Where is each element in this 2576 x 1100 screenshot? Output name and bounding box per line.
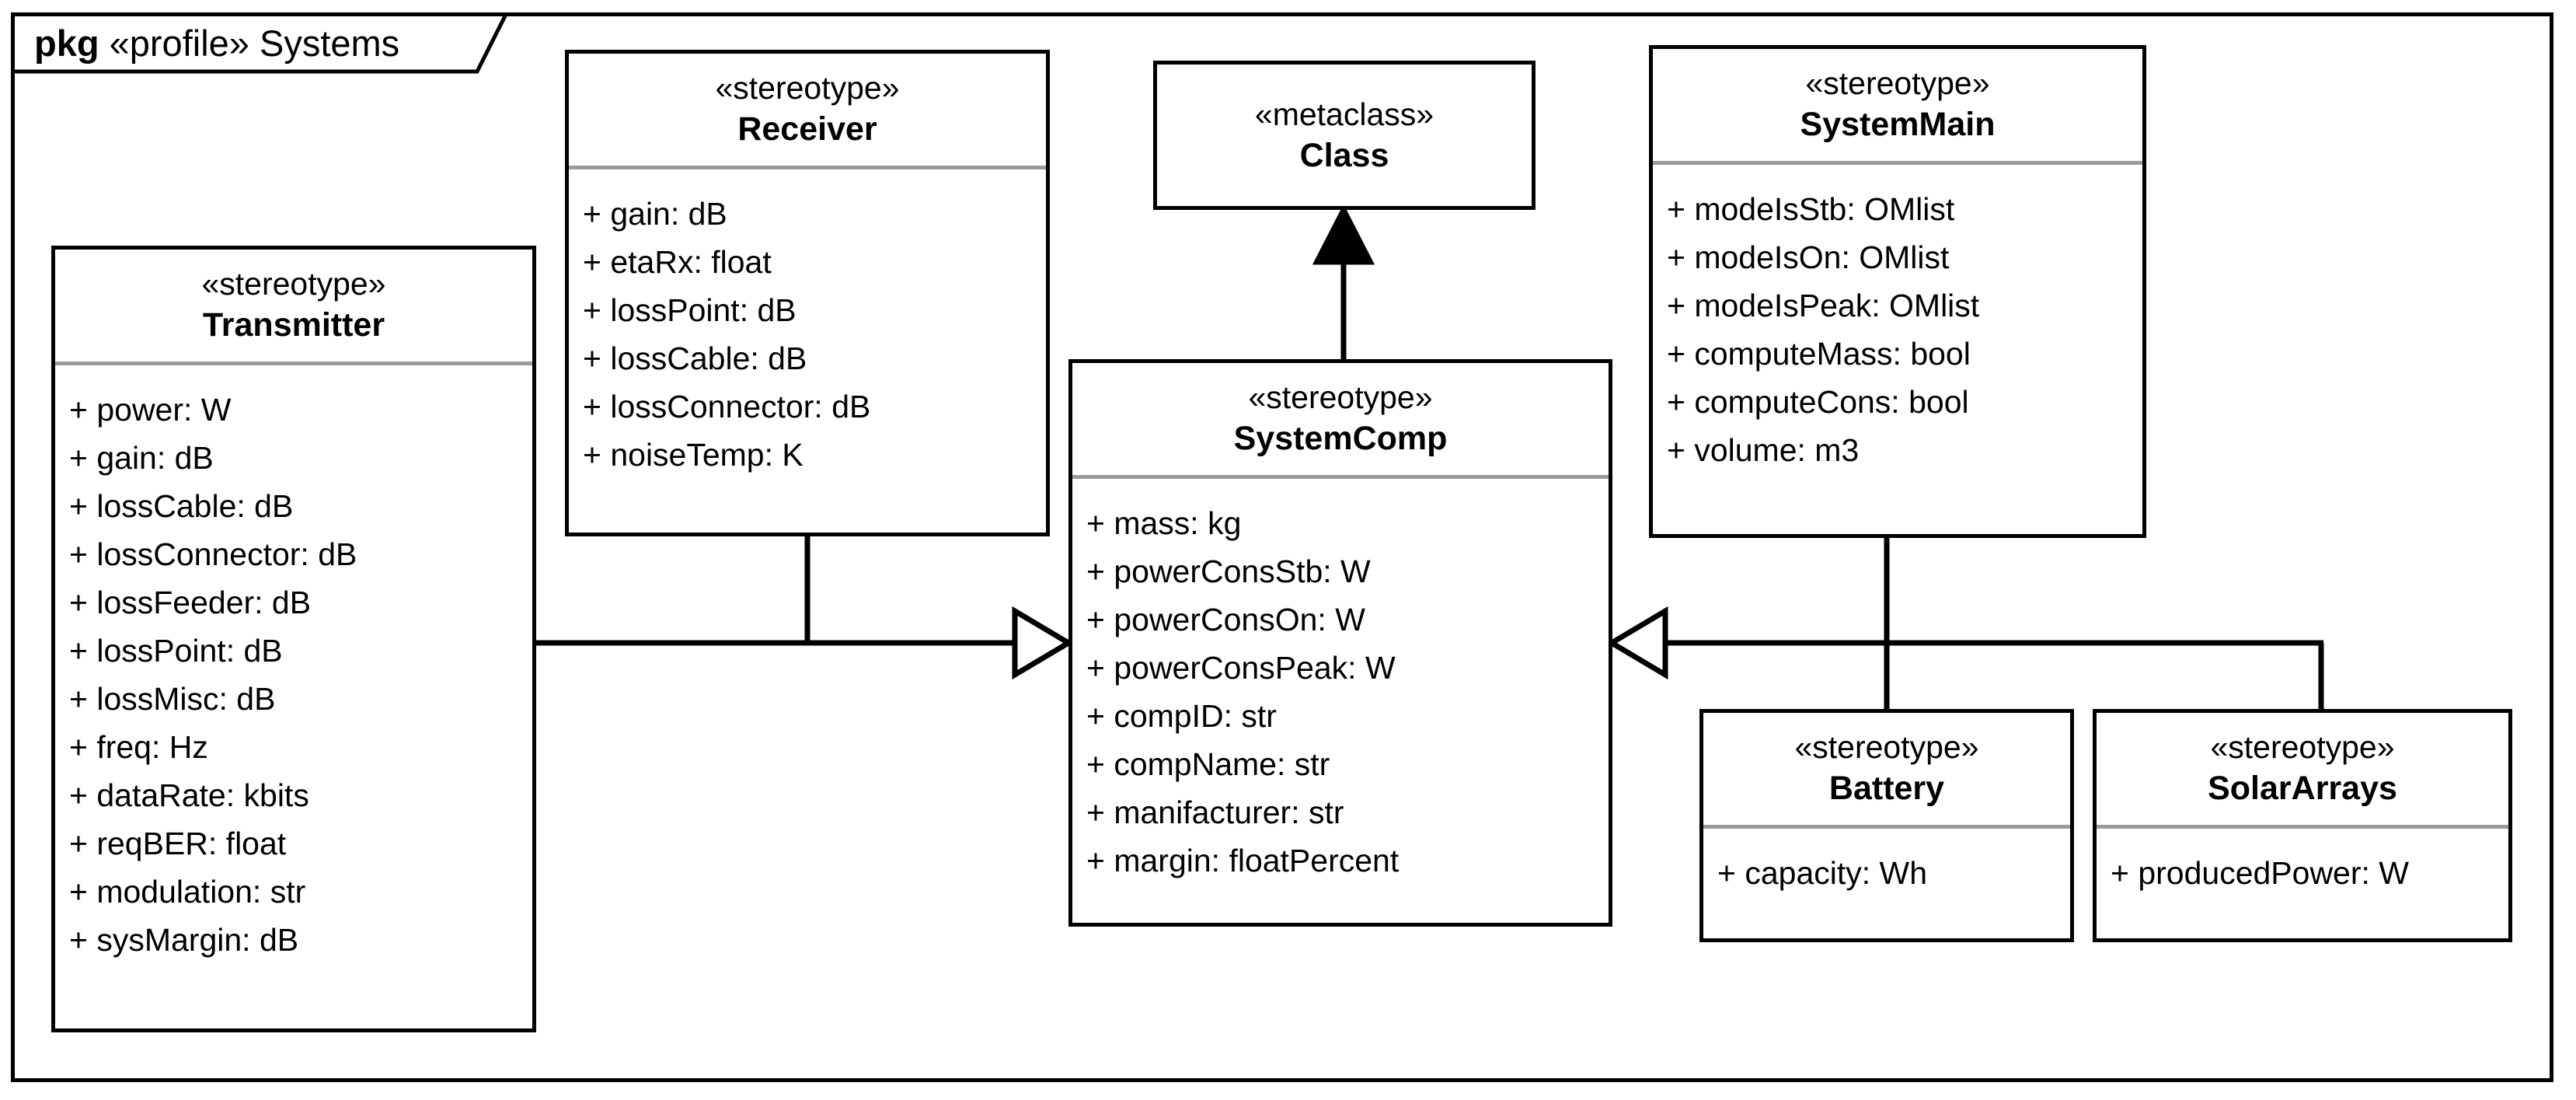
attribute-compartment-battery: + capacity: Wh — [1703, 829, 2070, 938]
attribute-row: + dataRate: kbits — [69, 777, 309, 813]
class-box-battery[interactable]: «stereotype» Battery + capacity: Wh — [1699, 709, 2074, 942]
class-box-systemcomp[interactable]: «stereotype» SystemComp + mass: kg + pow… — [1068, 359, 1612, 927]
stereotype-label-transmitter: «stereotype» — [201, 266, 386, 302]
stereotype-label-systemmain: «stereotype» — [1805, 65, 1990, 101]
attribute-compartment-receiver: + gain: dB + etaRx: float + lossPoint: d… — [569, 169, 1046, 533]
compartment-divider-systemmain — [1653, 161, 2142, 165]
attribute-row: + computeCons: bool — [1667, 384, 1969, 420]
attribute-row: + gain: dB — [583, 196, 727, 232]
stereotype-label-battery: «stereotype» — [1794, 729, 1979, 765]
attribute-compartment-systemmain: + modeIsStb: OMlist + modeIsOn: OMlist +… — [1653, 165, 2142, 534]
class-header-metaclass-class: «metaclass» Class — [1157, 65, 1532, 206]
attribute-row: + sysMargin: dB — [69, 922, 299, 958]
compartment-divider-transmitter — [55, 361, 532, 365]
stereotype-label-receiver: «stereotype» — [715, 70, 900, 106]
class-name-battery: Battery — [1828, 770, 1945, 807]
compartment-divider-receiver — [569, 166, 1046, 169]
stereotype-label-solararrays: «stereotype» — [2210, 729, 2395, 765]
attribute-row: + powerConsStb: W — [1086, 553, 1371, 589]
class-box-metaclass-class[interactable]: «metaclass» Class — [1153, 61, 1535, 210]
class-header-systemcomp: «stereotype» SystemComp — [1072, 363, 1609, 475]
attribute-row: + capacity: Wh — [1717, 855, 1928, 891]
attribute-compartment-systemcomp: + mass: kg + powerConsStb: W + powerCons… — [1072, 479, 1609, 923]
attribute-compartment-transmitter: + power: W + gain: dB + lossCable: dB + … — [55, 365, 532, 1028]
attribute-compartment-solararrays: + producedPower: W — [2097, 829, 2508, 938]
attribute-row: + reqBER: float — [69, 826, 287, 861]
package-label: pkg «profile» Systems — [34, 23, 399, 64]
class-name-systemcomp: SystemComp — [1233, 420, 1448, 457]
attribute-row: + noiseTemp: K — [583, 437, 803, 473]
attribute-row: + modeIsStb: OMlist — [1667, 191, 1955, 227]
class-header-solararrays: «stereotype» SolarArrays — [2097, 713, 2508, 825]
attribute-row: + computeMass: bool — [1667, 336, 1971, 372]
class-name-receiver: Receiver — [737, 110, 877, 148]
attribute-row: + freq: Hz — [69, 729, 208, 765]
attribute-row: + powerConsOn: W — [1086, 602, 1365, 637]
attribute-row: + volume: m3 — [1667, 432, 1860, 468]
package-name: Systems — [259, 23, 400, 64]
class-name-systemmain: SystemMain — [1800, 106, 1996, 143]
attribute-row: + lossPoint: dB — [69, 633, 283, 669]
package-name-tab — [11, 12, 508, 74]
class-header-receiver: «stereotype» Receiver — [569, 54, 1046, 166]
class-box-receiver[interactable]: «stereotype» Receiver + gain: dB + etaRx… — [565, 50, 1050, 536]
class-box-transmitter[interactable]: «stereotype» Transmitter + power: W + ga… — [51, 246, 536, 1032]
compartment-divider-solararrays — [2097, 825, 2508, 829]
package-frame — [11, 12, 2553, 1082]
stereotype-label-metaclass-class: «metaclass» — [1254, 96, 1434, 132]
package-keyword: pkg — [34, 23, 99, 64]
attribute-row: + mass: kg — [1086, 505, 1242, 541]
attribute-row: + lossCable: dB — [583, 340, 807, 376]
attribute-row: + lossFeeder: dB — [69, 585, 312, 620]
attribute-row: + lossCable: dB — [69, 488, 294, 524]
class-box-solararrays[interactable]: «stereotype» SolarArrays + producedPower… — [2093, 709, 2512, 942]
attribute-row: + margin: floatPercent — [1086, 843, 1400, 878]
attribute-row: + gain: dB — [69, 440, 214, 476]
stereotype-label-systemcomp: «stereotype» — [1248, 379, 1433, 415]
attribute-row: + modeIsPeak: OMlist — [1667, 288, 1980, 323]
class-header-systemmain: «stereotype» SystemMain — [1653, 49, 2142, 161]
attribute-row: + modulation: str — [69, 874, 306, 910]
compartment-divider-battery — [1703, 825, 2070, 829]
attribute-row: + etaRx: float — [583, 244, 772, 280]
class-name-metaclass-class: Class — [1299, 137, 1389, 174]
attribute-row: + lossConnector: dB — [583, 389, 871, 424]
compartment-divider-systemcomp — [1072, 475, 1609, 479]
attribute-row: + powerConsPeak: W — [1086, 650, 1396, 686]
class-name-solararrays: SolarArrays — [2208, 770, 2397, 807]
attribute-row: + power: W — [69, 392, 232, 428]
class-box-systemmain[interactable]: «stereotype» SystemMain + modeIsStb: OMl… — [1649, 45, 2146, 538]
class-header-transmitter: «stereotype» Transmitter — [55, 250, 532, 361]
class-header-battery: «stereotype» Battery — [1703, 713, 2070, 825]
attribute-row: + lossPoint: dB — [583, 292, 797, 328]
attribute-row: + modeIsOn: OMlist — [1667, 239, 1950, 275]
attribute-row: + producedPower: W — [2111, 855, 2409, 891]
package-stereotype: «profile» — [109, 23, 249, 64]
attribute-row: + lossConnector: dB — [69, 536, 357, 572]
attribute-row: + manifacturer: str — [1086, 794, 1344, 830]
attribute-row: + compName: str — [1086, 746, 1330, 782]
attribute-row: + lossMisc: dB — [69, 681, 276, 717]
class-name-transmitter: Transmitter — [202, 306, 385, 344]
attribute-row: + compID: str — [1086, 698, 1277, 734]
